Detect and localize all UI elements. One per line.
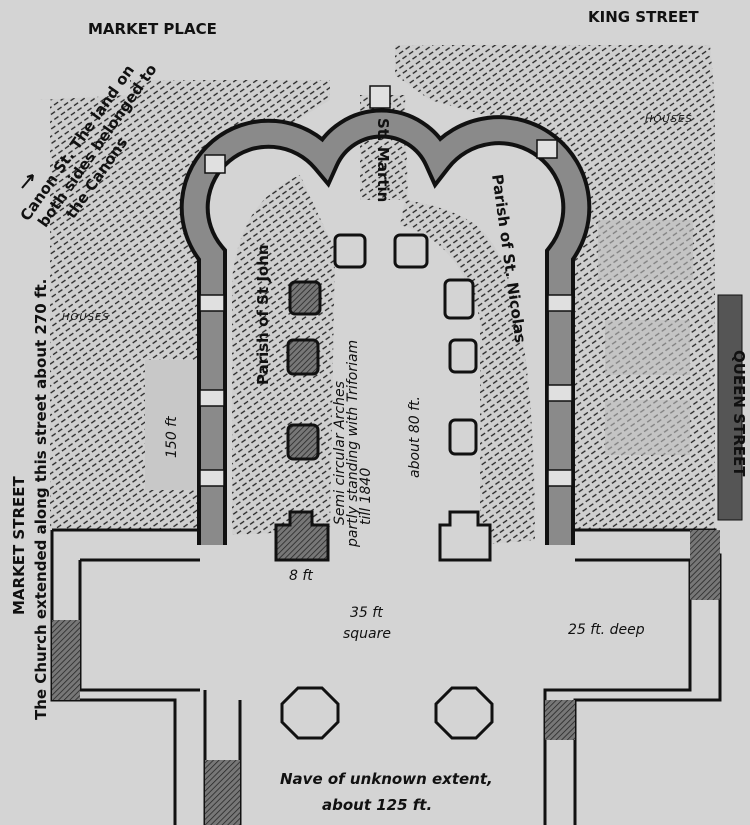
king-street-label: KING STREET bbox=[588, 8, 699, 26]
arches-note-line3: till 1840 bbox=[358, 468, 374, 525]
nave-line1: Nave of unknown extent, bbox=[280, 770, 493, 788]
arches-note-line2: partly standing with Triforiam bbox=[345, 340, 361, 548]
transept-depth-label: 25 ft. deep bbox=[568, 622, 645, 638]
pier-8ft-label: 8 ft bbox=[289, 568, 313, 584]
house-block bbox=[598, 220, 693, 280]
houses-left-area bbox=[40, 80, 330, 530]
houses-right-label: HOUSES bbox=[645, 114, 693, 125]
queen-street-wall bbox=[717, 294, 743, 521]
nave-wall-right bbox=[545, 700, 575, 740]
nave-line2: about 125 ft. bbox=[322, 796, 432, 814]
transept-right-pier bbox=[690, 530, 720, 600]
area-150ft bbox=[145, 360, 200, 490]
length-150-label: 150 ft bbox=[164, 416, 180, 458]
piers-right bbox=[280, 233, 494, 740]
queen-street-label: QUEEN STREET bbox=[730, 350, 748, 477]
crossing-35-label: 35 ft bbox=[350, 605, 383, 621]
about-80-label: about 80 ft. bbox=[407, 396, 423, 478]
parish-st-nicolas-strip bbox=[400, 200, 535, 545]
canon-st-arrow bbox=[21, 174, 34, 189]
transept-left-pier bbox=[52, 620, 80, 700]
houses-left-label: HOUSES bbox=[62, 312, 110, 323]
arches-note-line1: Semi circular Arches bbox=[332, 381, 348, 525]
market-place-label: MARKET PLACE bbox=[88, 20, 217, 38]
house-block bbox=[605, 400, 690, 455]
arches-note: Semi circular Arches partly standing wit… bbox=[332, 340, 374, 548]
nave-wall-left bbox=[205, 760, 240, 825]
piers-left bbox=[274, 280, 330, 562]
wall-windows bbox=[199, 85, 573, 487]
parish-st-martin-label: St. Martin bbox=[374, 118, 392, 202]
church-extended-note: The Church extended along this street ab… bbox=[32, 279, 50, 720]
market-street-label: MARKET STREET bbox=[10, 476, 28, 615]
parish-st-john-strip bbox=[232, 175, 335, 535]
crossing-square-label: square bbox=[343, 626, 391, 642]
parish-st-john-label: Parish of St John bbox=[254, 244, 272, 385]
house-block bbox=[605, 320, 690, 375]
